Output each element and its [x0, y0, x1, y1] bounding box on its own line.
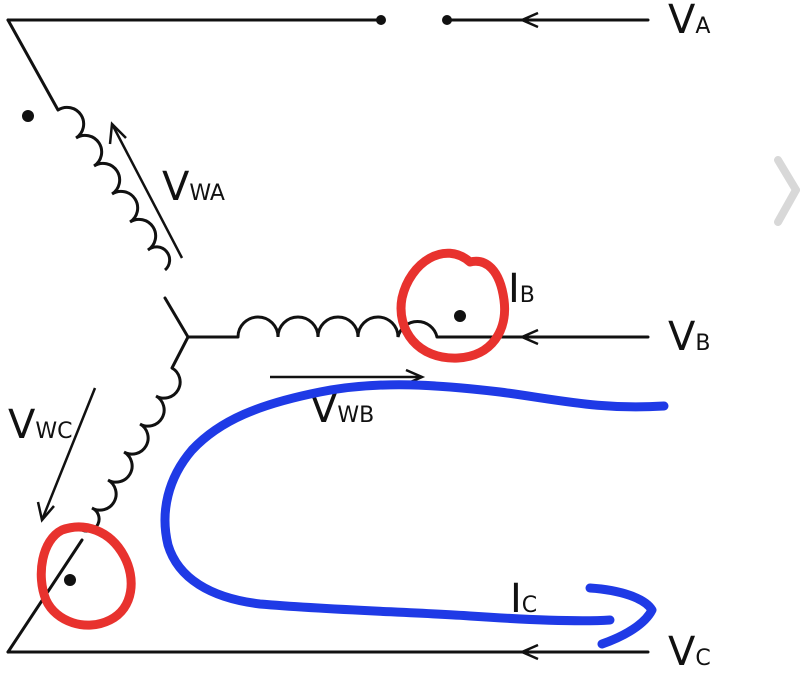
label-vwc: VWC: [8, 402, 73, 448]
label-ib: IB: [508, 266, 535, 312]
red-circle-c: [36, 522, 136, 630]
label-vwa: VWA: [162, 164, 225, 210]
label-vc: VC: [668, 629, 711, 675]
arrow-vwa: [108, 121, 184, 259]
blue-current-loop: [160, 380, 669, 626]
arrow-vc: [518, 643, 600, 661]
chevron-right-icon[interactable]: [774, 156, 800, 226]
terminal-dot-right: [442, 15, 452, 25]
label-vb: VB: [668, 314, 710, 360]
terminal-dot-left: [376, 15, 386, 25]
blue-arrowhead: [585, 583, 657, 649]
arrow-vwc: [36, 387, 97, 523]
polarity-dot-b: [454, 310, 466, 322]
winding-c-coil: [81, 366, 182, 533]
wire-left-diagonal-upper: [6, 18, 60, 112]
red-circle-b: [396, 248, 510, 363]
polarity-dot-a: [22, 110, 34, 122]
wire-a-to-neutral: [163, 296, 190, 339]
polarity-dot-c: [64, 574, 76, 586]
label-ic: IC: [510, 576, 537, 622]
wire-neutral-to-coil-c: [170, 335, 190, 370]
arrow-vb: [518, 328, 600, 346]
arrow-va: [518, 11, 600, 29]
winding-a-coil: [57, 105, 172, 272]
winding-b-coil: [236, 315, 439, 338]
label-va: VA: [668, 0, 710, 43]
